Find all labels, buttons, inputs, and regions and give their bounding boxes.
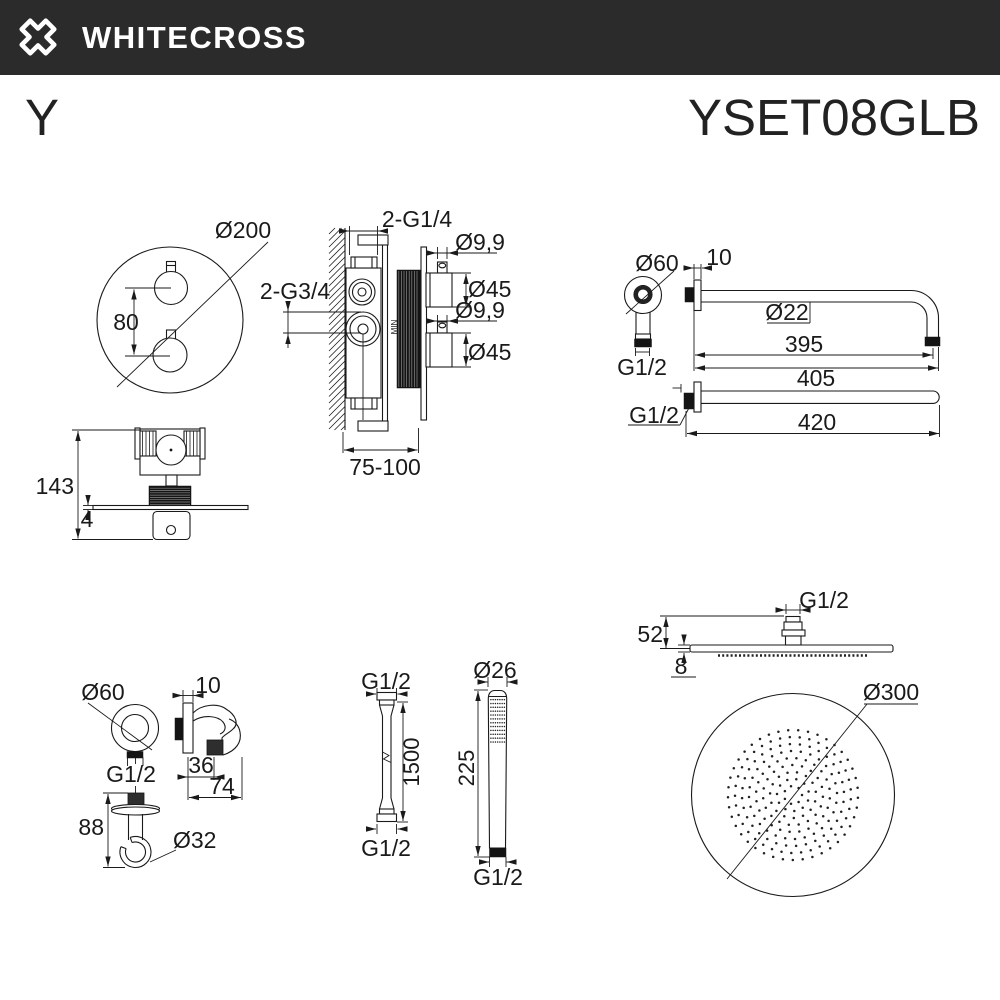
dim-side-threads: 2-G3/4	[260, 278, 331, 304]
dim-handshower-thread: G1/2	[473, 864, 523, 890]
dim-depth: 75-100	[349, 454, 421, 480]
dim-outlet-thread: G1/2	[106, 761, 156, 787]
wall-hatch	[328, 227, 346, 431]
dim-knob1: Ø45	[468, 276, 511, 302]
valve-rib-lines	[398, 271, 418, 387]
dim-handshower-diameter: Ø26	[473, 657, 516, 683]
dim-hose-top: G1/2	[361, 668, 411, 694]
connector-rib-lines	[142, 431, 198, 456]
dim-arm-flange: 10	[706, 244, 732, 270]
overhead-nozzle-dots	[726, 728, 860, 862]
dim-overhead-plate: 8	[675, 653, 688, 679]
dim-outlet-offset: 36	[188, 752, 214, 778]
whitecross-x-icon	[19, 18, 57, 56]
model-number: YSET08GLB	[688, 89, 980, 146]
overhead-top-drawing: Ø300	[690, 679, 919, 898]
dim-knob2: Ø45	[468, 339, 511, 365]
dim-stem2: Ø9,9	[455, 297, 505, 323]
shower-hose-drawing: G1/2 1500 G1/2	[361, 668, 424, 861]
dim-top-threads: 2-G1/4	[382, 206, 453, 232]
dim-overhead-height: 52	[637, 621, 663, 647]
overhead-side-drawing: G1/2 52 8	[637, 587, 894, 679]
dim-outlet-escutcheon: Ø60	[81, 679, 124, 705]
min-mark: MIN	[390, 319, 399, 334]
valve-top-drawing: 143 4	[36, 427, 249, 541]
dim-overhead-diameter: Ø300	[863, 679, 919, 705]
header-bar: WHITECROSS	[0, 0, 1000, 75]
handshower-spray-dots	[490, 698, 506, 743]
dim-thermostat-diameter: Ø200	[215, 217, 271, 243]
brand-name: WHITECROSS	[82, 19, 308, 55]
dim-valve-height: 143	[36, 473, 74, 499]
wall-outlet-drawing: Ø60 G1/2 88 Ø32	[78, 672, 243, 869]
dim-arm-straight: 420	[798, 409, 836, 435]
dim-outlet-hook: Ø32	[173, 827, 216, 853]
dim-handshower-length: 225	[454, 750, 479, 787]
threaded-rib-lines	[150, 487, 190, 505]
dim-hose-length: 1500	[399, 738, 424, 787]
dim-arm-to-bend: 395	[785, 331, 823, 357]
valve-side-drawing: 2-G1/4 2-G3/4 Ø9,9 Ø45 Ø9,9 Ø45	[260, 206, 512, 480]
dim-stem1: Ø9,9	[455, 229, 505, 255]
thermostat-front-drawing: 80 Ø200	[96, 217, 271, 394]
series-title: Y	[25, 89, 60, 146]
dim-arm-thread2: G1/2	[629, 402, 679, 428]
shower-arm-drawing: Ø60 G1/2 10 Ø22 395	[617, 244, 941, 437]
dim-outlet-flange: 10	[195, 672, 221, 698]
dim-arm-tube: Ø22	[765, 299, 808, 325]
dim-outlet-height: 88	[78, 814, 104, 840]
dim-hose-bottom: G1/2	[361, 835, 411, 861]
dim-arm-total: 405	[797, 365, 835, 391]
handshower-drawing: Ø26 225 G1/2	[454, 657, 523, 890]
dim-knob-spacing: 80	[113, 309, 139, 335]
dim-arm-thread: G1/2	[617, 354, 667, 380]
dim-arm-escutcheon: Ø60	[635, 250, 678, 276]
